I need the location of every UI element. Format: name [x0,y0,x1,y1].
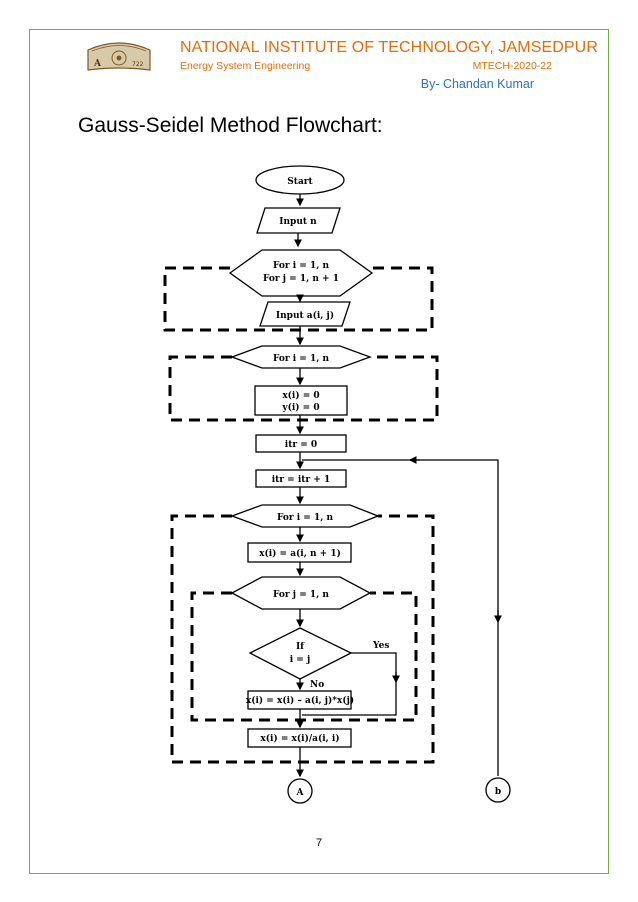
loop-j-dashed [190,591,418,722]
no-label: No [310,680,324,690]
logo-letter: A [93,59,102,69]
connector-b-line [302,459,499,776]
input-a-label: Input a(i, j) [276,310,334,321]
page-border [29,29,609,874]
yes-branch-line [302,652,397,716]
if-label: If [296,642,305,652]
institute-logo: A 722 [87,42,151,71]
itr-zero-label: itr = 0 [285,440,317,450]
itr-inc-label: itr = itr + 1 [272,475,331,485]
page-number: 7 [315,837,323,849]
batch-label: MTECH-2020-22 [472,60,552,72]
loop-i-main-label: For i = 1, n [277,513,334,523]
input-n-label: Input n [279,217,317,227]
logo-number: 722 [132,61,144,68]
loop-ij-label-2: For j = 1, n + 1 [263,274,339,284]
loop-j-label: For j = 1, n [273,590,329,600]
init-y-label: y(i) = 0 [281,402,319,413]
loop-i-init-label: For i = 1, n [273,354,330,364]
loop-ij-hexagon [228,249,374,297]
decision-diamond [248,627,353,680]
department-name: Energy System Engineering [180,60,311,72]
institute-name: NATIONAL INSTITUTE OF TECHNOLOGY, JAMSED… [180,39,598,56]
connector-a [287,778,313,804]
assign-x-label: x(i) = a(i, n + 1) [259,548,341,559]
init-x-label: x(i) = 0 [282,390,319,401]
input-n-box [256,207,341,234]
connector-b-label: b [495,787,501,797]
yes-label: Yes [372,641,389,651]
loop-ij-label-1: For i = 1, n [273,261,330,271]
loop-i-main-dashed [170,514,435,764]
loop-ij-dashed [163,266,434,332]
author-label: By- Chandan Kumar [420,77,534,91]
divide-x-label: x(i) = x(i)/a(i, i) [260,733,339,744]
init-xy-box [254,385,348,416]
itr-zero-box [255,434,347,453]
update-x-label: x(i) = x(i) – a(i, j)*x(j) [246,695,354,706]
page-title: Gauss-Seidel Method Flowchart: [78,114,383,137]
connector-b [485,777,511,803]
if-condition-label: i = j [290,655,310,665]
loop-i-init-hexagon [230,345,372,369]
loop-i-init-dashed [168,355,439,422]
connector-a-label: A [296,788,305,798]
start-label: Start [287,177,313,187]
input-a-box [259,301,351,327]
itr-increment-box [255,469,347,488]
